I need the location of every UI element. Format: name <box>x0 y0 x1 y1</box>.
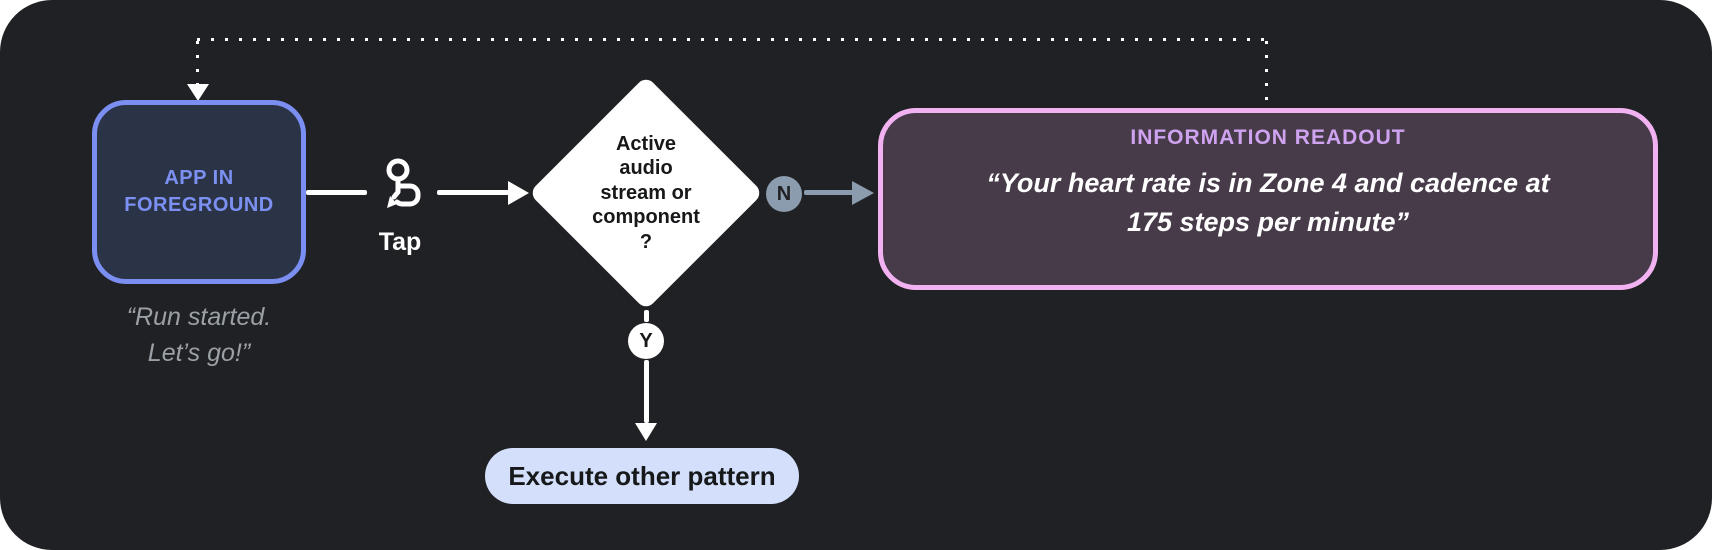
branch-no-badge: N <box>766 176 802 212</box>
arrowhead-right-to-decision-icon <box>508 181 529 205</box>
app-caption-line1: “Run started. <box>126 303 272 331</box>
edge-no-to-readout-line <box>804 190 853 195</box>
app-caption-line2: Let’s go!” <box>147 338 251 367</box>
decision-line3: stream or <box>600 181 692 204</box>
arrowhead-right-to-readout-icon <box>852 181 874 205</box>
edge-decision-to-yes-line <box>644 310 649 322</box>
tap-edge-label: Tap <box>378 228 422 256</box>
app-node-caption: “Run started. Let’s go!” <box>70 300 328 371</box>
node-execute-other-pattern: Execute other pattern <box>485 448 799 504</box>
tap-gesture-icon <box>377 157 423 220</box>
arrowhead-down-into-app-icon <box>187 84 209 101</box>
decision-line5: ? <box>639 230 653 253</box>
branch-yes-badge: Y <box>628 323 664 359</box>
edge-app-to-tap-line <box>306 190 367 195</box>
arrowhead-down-to-end-icon <box>635 423 657 441</box>
feedback-loop-dotted-line-left <box>196 41 199 84</box>
feedback-loop-dotted-line-right <box>1265 41 1268 101</box>
readout-quote: “Your heart rate is in Zone 4 and cadenc… <box>883 164 1653 242</box>
decision-label: Active audio stream or component ? <box>566 118 726 268</box>
app-node-label: APP IN FOREGROUND <box>124 167 274 216</box>
edge-tap-to-decision-line <box>437 190 509 195</box>
readout-quote-line2: 175 steps per minute” <box>1126 207 1410 238</box>
feedback-loop-dotted-line-top <box>197 38 1268 41</box>
readout-title: INFORMATION READOUT <box>1130 126 1406 149</box>
node-app-in-foreground: APP IN FOREGROUND <box>92 100 306 284</box>
decision-line2: audio <box>619 157 673 180</box>
edge-yes-to-end-line <box>644 360 649 423</box>
node-information-readout: INFORMATION READOUT “Your heart rate is … <box>878 108 1658 290</box>
decision-line4: component <box>592 206 700 229</box>
readout-quote-line1: “Your heart rate is in Zone 4 and cadenc… <box>986 168 1550 198</box>
decision-line1: Active <box>615 133 677 156</box>
